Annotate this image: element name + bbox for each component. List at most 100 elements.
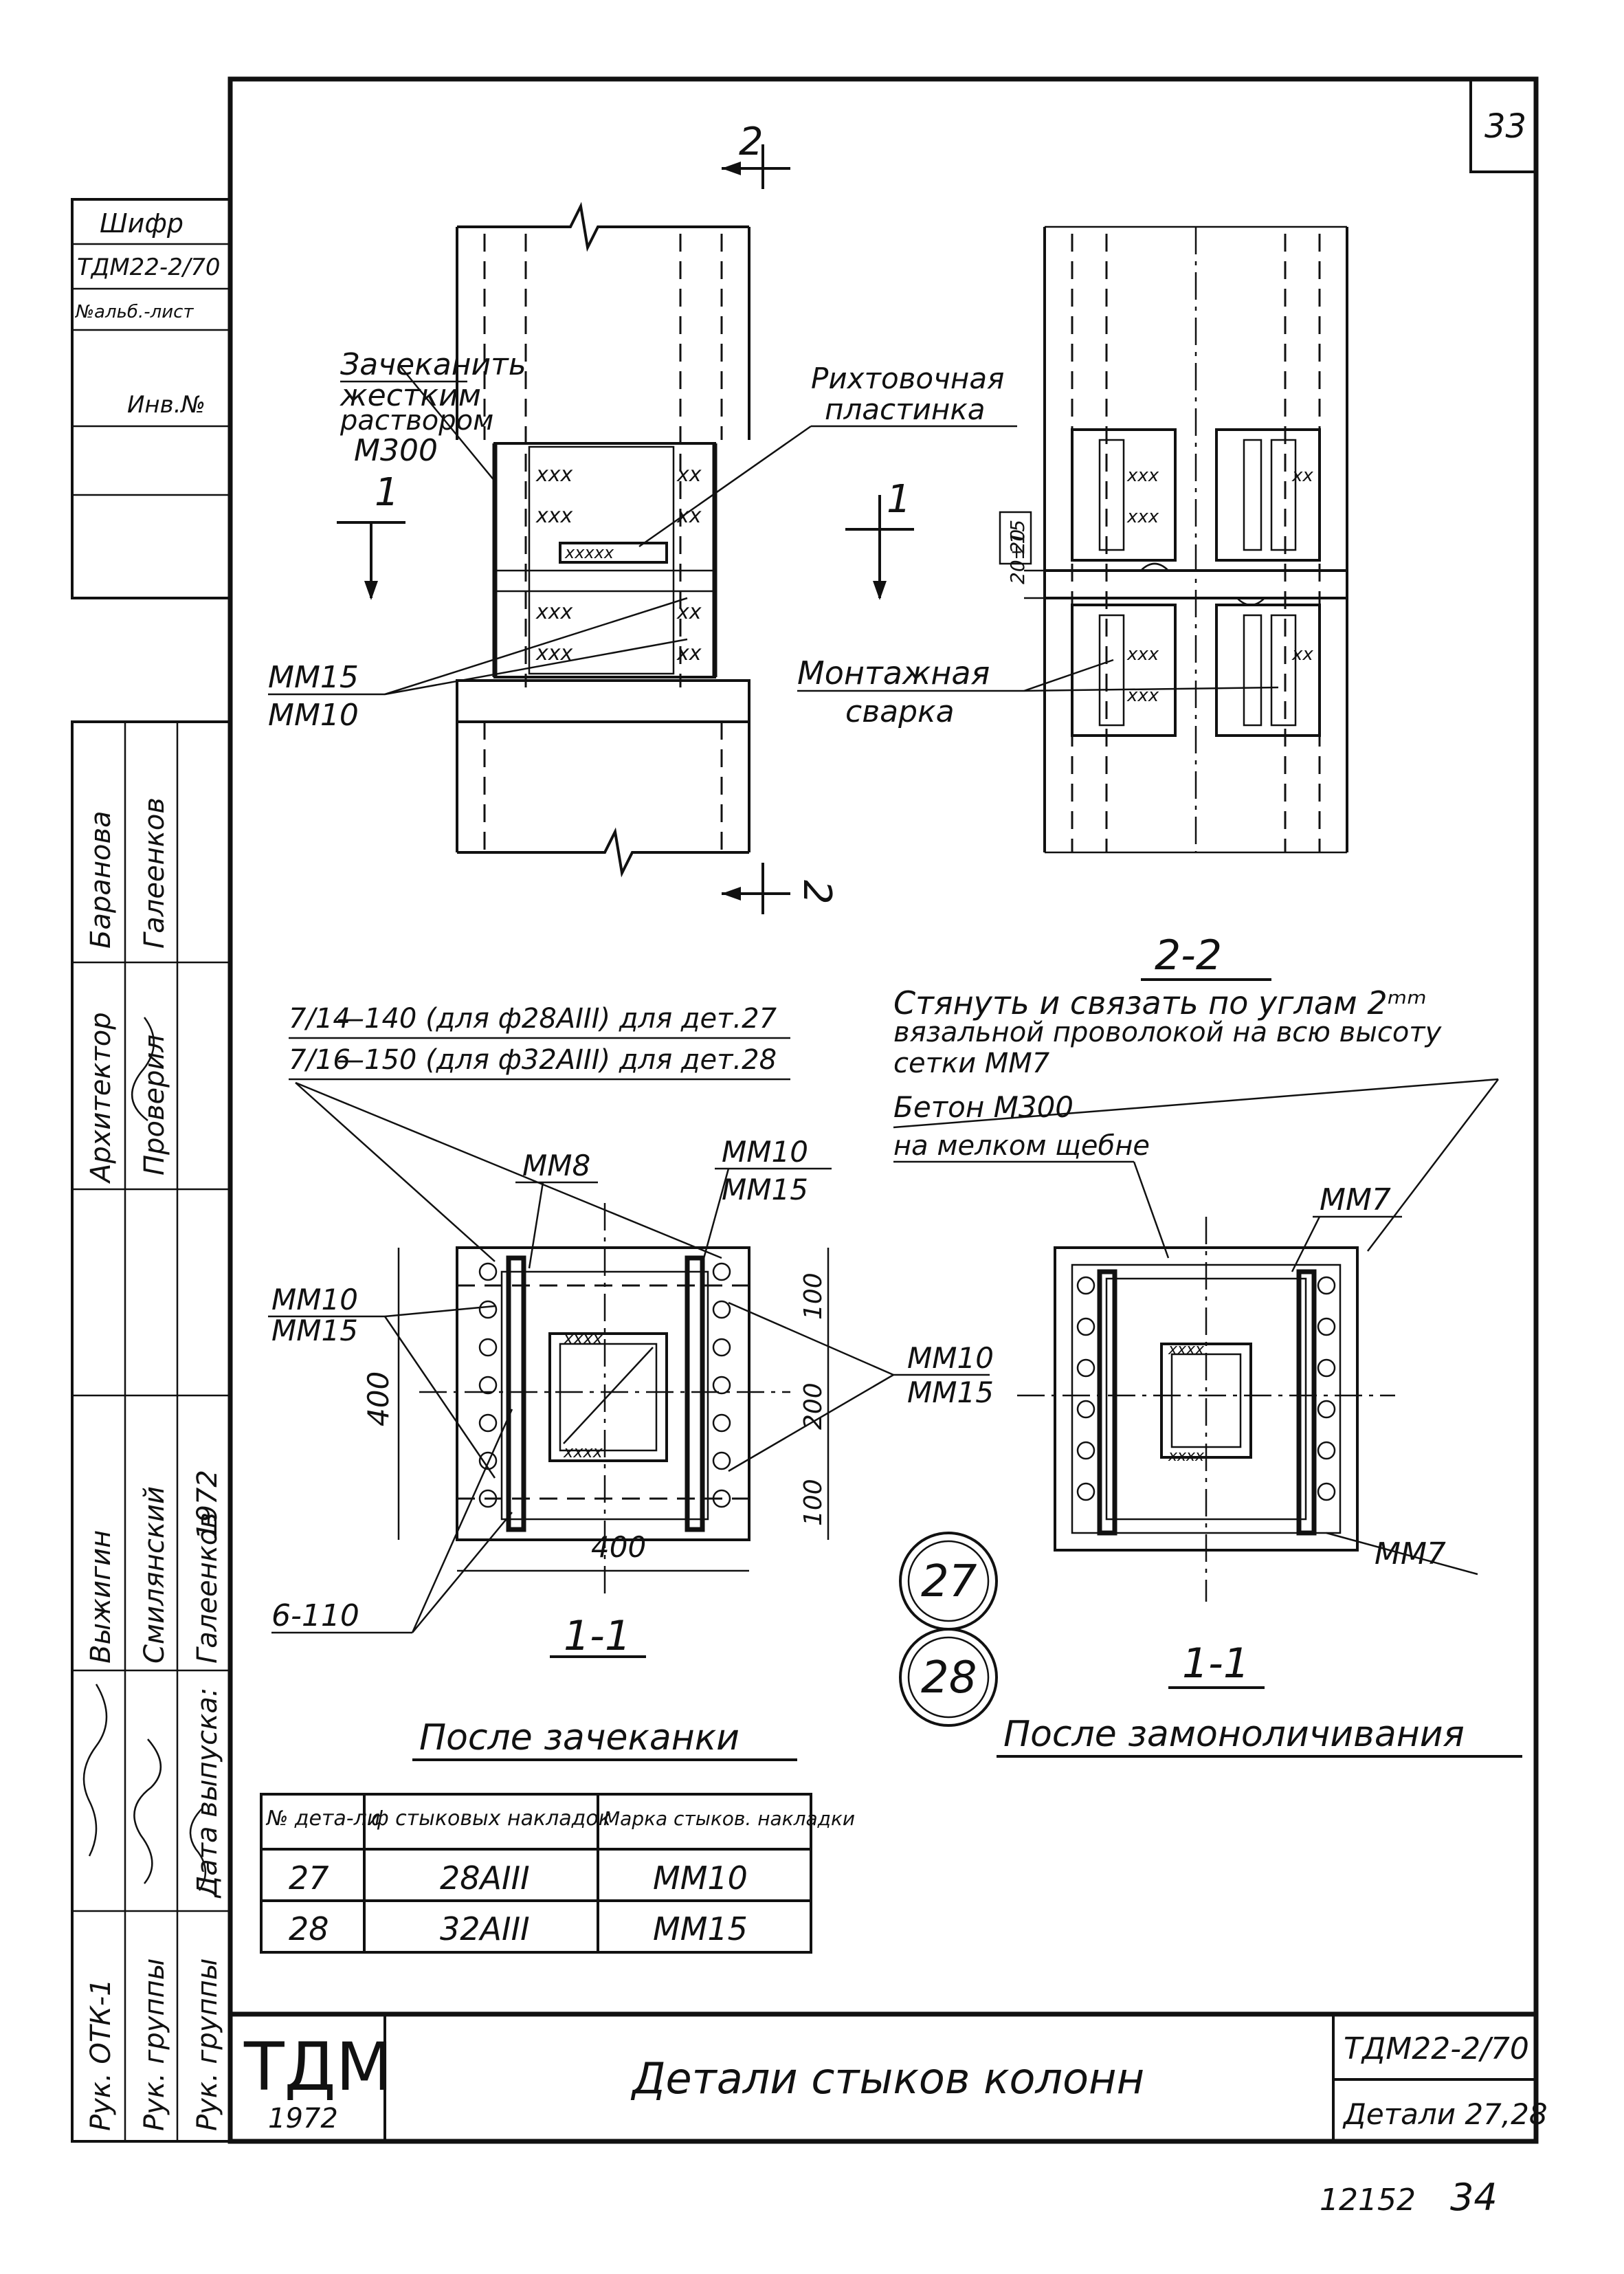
detail-marks: 27 28 (899, 1532, 998, 1727)
label-mm15: ММ15 (268, 660, 359, 695)
table-cell: ММ10 (653, 1859, 748, 1897)
section-after-monolithing: Стянуть и связать по углам 2ᵐᵐ вязальной… (893, 984, 1522, 1758)
sig-year: 1972 (192, 1470, 223, 1540)
label-zachekanit-4: М300 (354, 433, 438, 468)
signature-block: Баранова Галеенков Архитектор Проверил В… (71, 720, 232, 2143)
caption-left: После зачеканки (419, 1717, 739, 1758)
svg-text:ххх: ххх (1126, 465, 1159, 486)
tdm-logo: ТДМ (243, 2029, 392, 2106)
label-mm7-top: ММ7 (1320, 1182, 1391, 1217)
label-plate: Рихтовочная (811, 362, 1004, 395)
svg-text:ххх: ххх (1126, 507, 1159, 527)
dim-100-bottom: 100 (799, 1479, 827, 1526)
inv-label: Инв.№ (127, 391, 205, 419)
drawing-title: Детали стыков колонн (630, 2053, 1144, 2104)
elevation-right: ххх ххх ххх ххх хх хх 1 20 20 ±15 Монтаж… (797, 225, 1348, 981)
svg-text:хх: хх (676, 641, 702, 665)
label-zachekanit: Зачеканить (340, 347, 526, 382)
svg-text:хх: хх (676, 600, 702, 624)
sheet-number-box (1469, 79, 1536, 173)
svg-text:хххх: хххх (1168, 1341, 1205, 1358)
svg-text:хххх: хххх (563, 1442, 603, 1461)
sig-role-group-2: Рук. группы (192, 1958, 223, 2131)
detail-mark-28: 28 (921, 1653, 977, 1703)
svg-text:хх: хх (676, 463, 702, 487)
label-mm15-left: ММ15 (271, 1314, 358, 1347)
dim-400-vertical: 400 (361, 1371, 395, 1426)
sig-col-b-1: Галеенков (139, 797, 170, 949)
label-concrete: Бетон М300 (893, 1090, 1074, 1124)
shifr-label: Шифр (100, 208, 183, 239)
break-line (457, 201, 749, 252)
sig-name-2: Смилянский (139, 1486, 170, 1664)
table-header-detail: № дета-ли (265, 1807, 380, 1831)
sig-col-a-1: Баранова (85, 810, 117, 949)
sig-name-1: Выжигин (85, 1530, 117, 1664)
svg-text:ххх: ххх (1126, 644, 1159, 665)
sig-role-group-1: Рук. группы (139, 1958, 170, 2131)
elevation-left: ххх ххх ххх ххх хх хх хх хх ххххх 2 2 1 … (268, 120, 1017, 914)
label-6-110: 6-110 (271, 1598, 359, 1633)
label-mm15-right: ММ15 (907, 1376, 994, 1409)
dim-200: 200 (799, 1382, 827, 1430)
label-mm10: ММ10 (268, 698, 359, 733)
dim-400-horizontal: 400 (591, 1530, 646, 1564)
sheet-number: 33 (1484, 107, 1526, 146)
section-title-left: 1-1 (564, 1612, 631, 1660)
svg-text:хххх: хххх (1168, 1448, 1205, 1465)
section-mark-bottom: 2 (794, 880, 839, 905)
signature-scribble (82, 1684, 108, 1857)
rikhtovka-plate (559, 542, 668, 564)
table-cell: 27 (289, 1859, 329, 1897)
label-mm10-left: ММ10 (271, 1283, 358, 1316)
svg-text:ххх: ххх (535, 504, 573, 528)
svg-text:хх: хх (1291, 644, 1313, 665)
label-mm10-right: ММ10 (907, 1341, 994, 1375)
detail-mark-27: 27 (921, 1556, 977, 1607)
section-title-right: 1-1 (1182, 1640, 1249, 1688)
label-mm7-bottom: ММ7 (1375, 1536, 1446, 1571)
note-monolith-1: Стянуть и связать по углам 2ᵐᵐ (893, 984, 1427, 1022)
label-mm8: ММ8 (522, 1149, 590, 1182)
signature-scribble (131, 1017, 155, 1121)
table-header-diameter: ф стыковых накладок (371, 1807, 611, 1831)
table-cell: 28АIII (440, 1859, 530, 1897)
label-mm10-top: ММ10 (722, 1135, 808, 1169)
note-monolith-3: сетки ММ7 (893, 1048, 1050, 1079)
dim-gap: 20 20 (1006, 529, 1029, 584)
drawing-code: ТДМ22-2/70 (1344, 2031, 1529, 2066)
note-monolith-2: вязальной проволокой на всю высоту (893, 1017, 1443, 1048)
sig-role-check: Проверил (139, 1035, 170, 1175)
note-2: —150 (для ф32АIII) для дет.28 (337, 1044, 777, 1076)
section-mark-right: 1 (887, 477, 911, 522)
label-weld-2: сварка (845, 694, 955, 729)
label-zachekanit-3: раствором (340, 405, 493, 437)
sig-role-arch: Архитектор (85, 1012, 117, 1184)
break-line (457, 827, 749, 878)
label-mm15-top: ММ15 (722, 1173, 808, 1206)
details-table: № дета-ли ф стыковых накладок Марка стык… (260, 1793, 855, 1954)
sig-name-3: Галеенков (192, 1512, 223, 1664)
section-mark-left: 1 (375, 470, 399, 515)
svg-text:хх: хх (676, 504, 702, 528)
label-concrete-2: на мелком щебне (893, 1130, 1150, 1162)
section-after-caulking: 7/14 —140 (для ф28АIII) для дет.27 7/16 … (268, 1003, 994, 1761)
footer-right-number: 34 (1450, 2176, 1498, 2219)
section-mark-top: 2 (739, 120, 764, 164)
svg-text:хх: хх (1291, 465, 1313, 486)
drawing-details: Детали 27,28 (1342, 2097, 1548, 2131)
label-plate-2: пластинка (825, 393, 985, 426)
note-1-prefix: 7/14 (289, 1003, 351, 1035)
svg-text:хххх: хххх (563, 1329, 603, 1348)
side-stamp: Шифр ТДМ22-2/70 №альб.-лист Инв.№ (71, 198, 232, 599)
svg-text:ххх: ххх (535, 463, 573, 487)
title-block: ТДМ 1972 Детали стыков колонн ТДМ22-2/70… (230, 2011, 1548, 2141)
svg-text:ххх: ххх (535, 600, 573, 624)
caption-right: После замоноличивания (1003, 1714, 1465, 1755)
shifr-value: ТДМ22-2/70 (77, 254, 221, 281)
table-cell: ММ15 (653, 1910, 748, 1947)
view-title-2-2: 2-2 (1155, 931, 1222, 980)
tdm-logo-year: 1972 (268, 2103, 338, 2134)
list-label: №альб.-лист (74, 302, 194, 322)
